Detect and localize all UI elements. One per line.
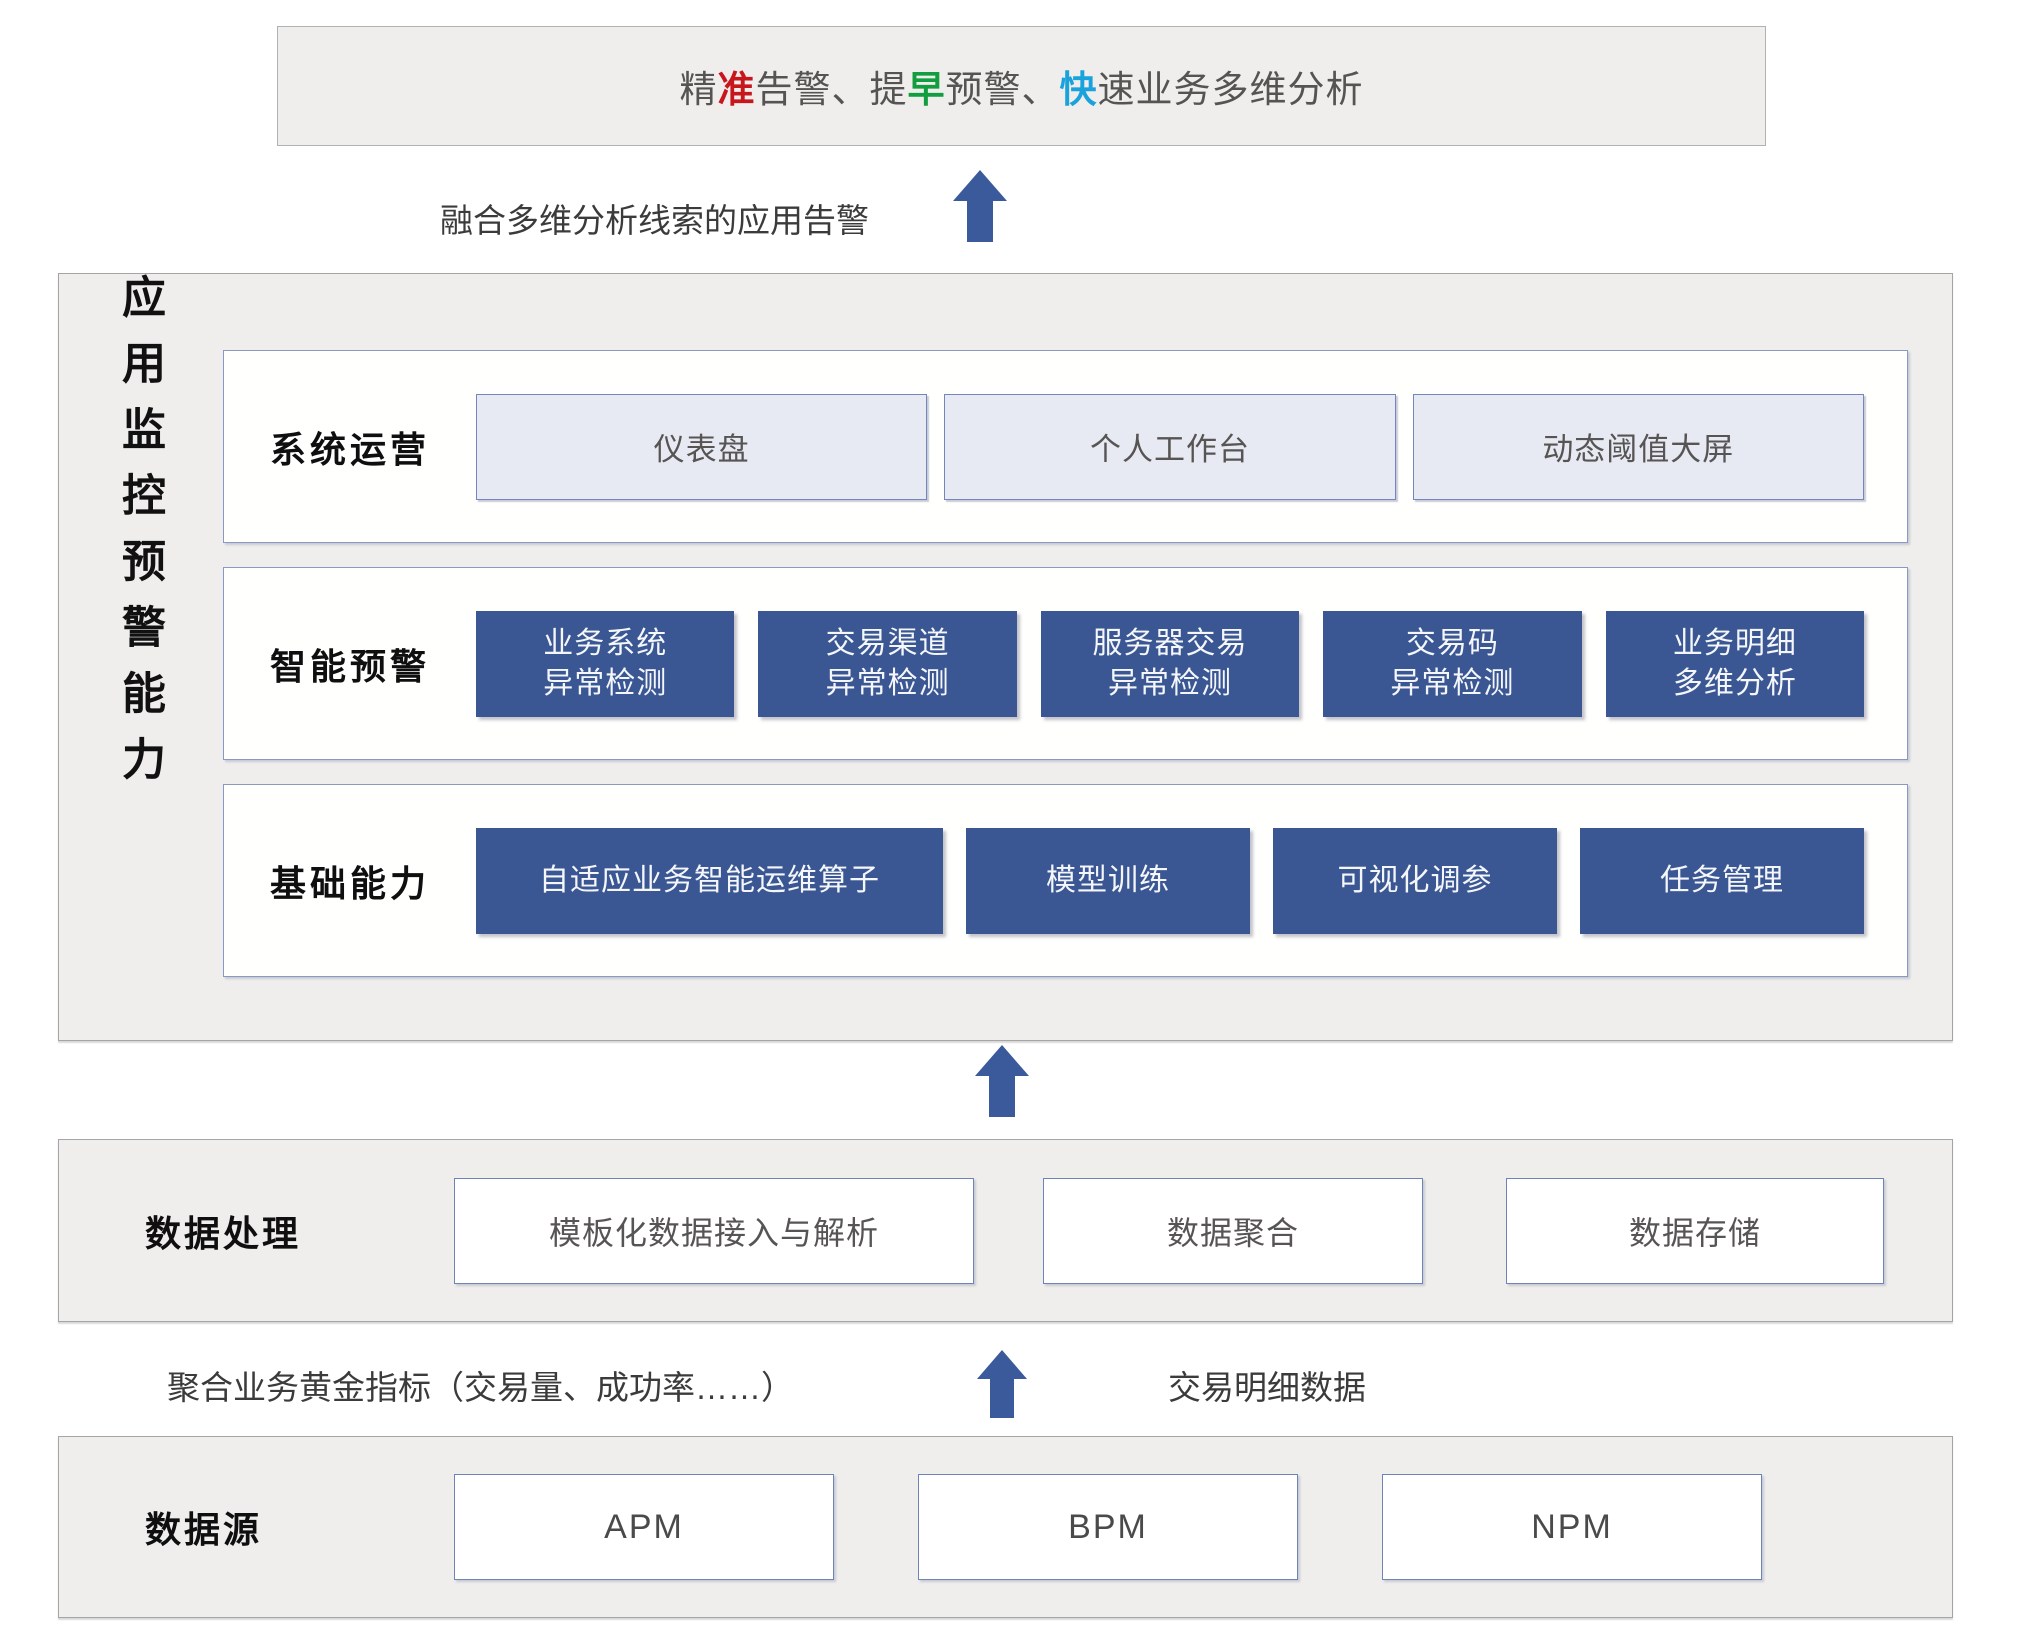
box-apm: APM [454, 1474, 834, 1580]
box-label: 服务器交易 异常检测 [1092, 626, 1248, 700]
capability-box-server-transaction-anomaly: 服务器交易 异常检测 [1040, 610, 1300, 717]
row-basic-capability: 基础能力 自适应业务智能运维算子 模型训练 可视化调参 任务管理 [223, 784, 1908, 977]
row-label: 基础能力 [269, 862, 430, 904]
panel-boxes: 模板化数据接入与解析 数据聚合 数据存储 [454, 1140, 1884, 1321]
box-label: 数据聚合 [1166, 1214, 1299, 1251]
capability-box-dashboard: 仪表盘 [476, 393, 928, 500]
box-data-aggregation: 数据聚合 [1043, 1177, 1423, 1284]
box-template-ingest-parse: 模板化数据接入与解析 [454, 1177, 974, 1284]
box-label: 模型训练 [1046, 863, 1170, 897]
box-label: 模板化数据接入与解析 [548, 1214, 879, 1251]
row-boxes: 自适应业务智能运维算子 模型训练 可视化调参 任务管理 [476, 827, 1864, 934]
box-label: 动态阈值大屏 [1542, 432, 1735, 467]
box-label: 交易码 异常检测 [1390, 626, 1515, 700]
data-processing-panel: 数据处理 模板化数据接入与解析 数据聚合 数据存储 [58, 1139, 1953, 1322]
data-source-panel: 数据源 APM BPM NPM [58, 1436, 1953, 1618]
box-label: 自适应业务智能运维算子 [539, 863, 880, 897]
box-label: 可视化调参 [1337, 863, 1493, 897]
capability-box-task-management: 任务管理 [1580, 827, 1864, 934]
row-boxes: 业务系统 异常检测 交易渠道 异常检测 服务器交易 异常检测 交易码 异常检测 … [476, 610, 1865, 717]
panel-label: 数据处理 [145, 1212, 302, 1254]
box-bpm: BPM [918, 1474, 1298, 1580]
capability-box-visual-tuning: 可视化调参 [1273, 827, 1557, 934]
flow-label-application-alert: 融合多维分析线索的应用告警 [440, 202, 869, 239]
box-label: 数据存储 [1628, 1214, 1761, 1251]
row-system-operation: 系统运营 仪表盘 个人工作台 动态阈值大屏 [223, 350, 1908, 543]
banner-emphasis-blue: 快 [1059, 69, 1098, 110]
flow-label-golden-metrics: 聚合业务黄金指标（交易量、成功率……） [167, 1369, 794, 1406]
capability-rows: 系统运营 仪表盘 个人工作台 动态阈值大屏 智能预警 业务系统 异常检测 交易渠… [223, 350, 1908, 977]
panel-vertical-title: 应用监控预警能力 [115, 274, 164, 802]
capability-box-workbench: 个人工作台 [944, 393, 1396, 500]
up-arrow-icon [953, 170, 1007, 242]
panel-boxes: APM BPM NPM [454, 1437, 1762, 1617]
row-intelligent-warning: 智能预警 业务系统 异常检测 交易渠道 异常检测 服务器交易 异常检测 交易码 … [223, 567, 1908, 760]
row-boxes: 仪表盘 个人工作台 动态阈值大屏 [476, 393, 1864, 500]
top-banner: 精准告警、提早预警、快速业务多维分析 [277, 26, 1766, 146]
box-label: 业务明细 多维分析 [1672, 626, 1797, 700]
box-label: 任务管理 [1660, 863, 1784, 897]
box-label: NPM [1531, 1507, 1613, 1546]
box-label: 业务系统 异常检测 [543, 626, 668, 700]
capability-box-adaptive-aiops-operator: 自适应业务智能运维算子 [476, 827, 943, 934]
banner-text: 精准告警、提早预警、快速业务多维分析 [679, 69, 1364, 110]
capability-box-channel-anomaly: 交易渠道 异常检测 [758, 610, 1017, 717]
capability-box-model-training: 模型训练 [966, 827, 1250, 934]
banner-emphasis-green: 早 [907, 69, 946, 110]
capability-box-business-system-anomaly: 业务系统 异常检测 [476, 610, 735, 717]
flow-label-transaction-detail: 交易明细数据 [1168, 1369, 1366, 1406]
panel-label: 数据源 [145, 1509, 263, 1550]
box-label: BPM [1068, 1507, 1148, 1546]
capability-box-threshold-screen: 动态阈值大屏 [1412, 393, 1864, 500]
box-label: 个人工作台 [1089, 432, 1250, 467]
banner-emphasis-red: 准 [717, 69, 756, 110]
capability-box-business-detail-analysis: 业务明细 多维分析 [1605, 610, 1865, 717]
box-label: APM [604, 1507, 684, 1546]
row-label: 系统运营 [269, 428, 430, 470]
box-label: 仪表盘 [653, 432, 750, 467]
capability-box-transaction-code-anomaly: 交易码 异常检测 [1323, 610, 1582, 717]
box-label: 交易渠道 异常检测 [825, 626, 950, 700]
up-arrow-icon [975, 1045, 1029, 1117]
up-arrow-icon [977, 1350, 1027, 1418]
box-data-storage: 数据存储 [1506, 1177, 1884, 1284]
row-label: 智能预警 [269, 645, 430, 687]
box-npm: NPM [1382, 1474, 1762, 1580]
main-capability-panel: 应用监控预警能力 系统运营 仪表盘 个人工作台 动态阈值大屏 智能预警 业务系统… [58, 273, 1953, 1041]
